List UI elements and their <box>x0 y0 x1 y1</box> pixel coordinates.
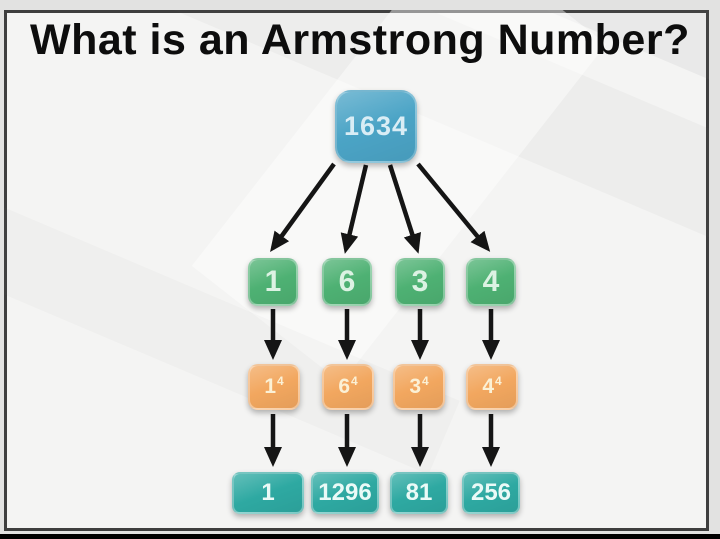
slide-frame: What is an Armstrong Number? <box>4 10 709 531</box>
node-result-1: 1 <box>232 472 304 514</box>
node-label: 1 <box>264 265 282 298</box>
node-label: 34 <box>409 374 429 398</box>
arrow-root-digit-2 <box>340 164 369 254</box>
node-label: 3 <box>411 265 429 298</box>
node-label: 6 <box>338 265 356 298</box>
node-result-2: 1296 <box>311 472 379 514</box>
node-label: 44 <box>482 374 502 398</box>
arrow-root-digit-3 <box>387 164 421 254</box>
arrow-connectors <box>264 162 500 467</box>
node-root-number: 1634 <box>335 90 417 163</box>
node-digit-4: 4 <box>466 258 516 306</box>
node-digit-3: 3 <box>395 258 445 306</box>
node-label: 1296 <box>318 479 372 506</box>
arrow-root-digit-1 <box>270 162 336 253</box>
node-power-1: 14 <box>248 364 300 410</box>
node-power-3: 34 <box>393 364 445 410</box>
node-power-4: 44 <box>466 364 518 410</box>
node-label: 64 <box>338 374 358 398</box>
node-digit-1: 1 <box>248 258 298 306</box>
arrow-root-digit-4 <box>416 162 491 252</box>
node-digit-2: 6 <box>322 258 372 306</box>
node-label: 1634 <box>343 111 409 141</box>
letterbox-strip <box>0 534 720 539</box>
node-label: 14 <box>264 374 284 398</box>
node-power-2: 64 <box>322 364 374 410</box>
node-label: 256 <box>470 479 512 506</box>
node-label: 1 <box>261 479 275 506</box>
node-label: 4 <box>482 265 500 298</box>
node-result-4: 256 <box>462 472 520 514</box>
page-title: What is an Armstrong Number? <box>30 16 690 64</box>
node-result-3: 81 <box>390 472 448 514</box>
node-label: 81 <box>405 479 433 506</box>
